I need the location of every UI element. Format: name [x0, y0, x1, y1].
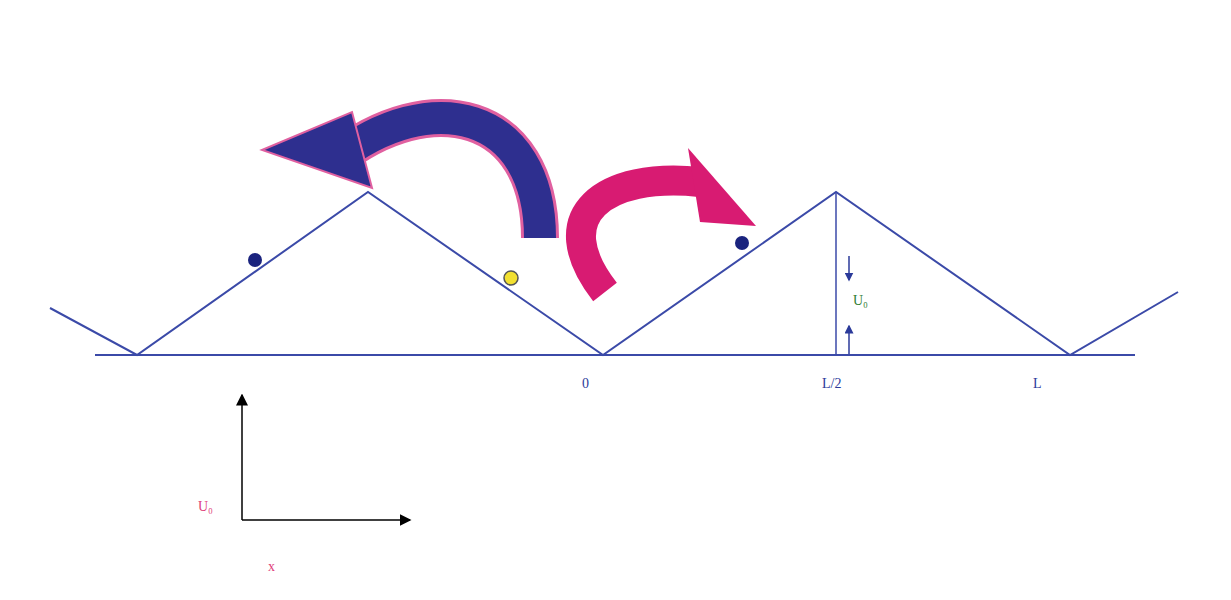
particle — [248, 253, 262, 267]
sawtooth-potential — [50, 192, 1178, 355]
axis-label: U₀ — [198, 500, 213, 514]
height-label: U₀ — [853, 294, 868, 308]
dimension-arrow — [848, 256, 850, 280]
position-label: 0 — [582, 377, 589, 391]
baseline — [95, 354, 1135, 356]
height-line — [835, 192, 837, 355]
position-label: L — [1033, 377, 1042, 391]
axis-label: x — [268, 560, 275, 574]
hop-arrow-right — [581, 181, 700, 292]
hop-arrow-left-head — [262, 112, 372, 188]
dimension-arrow — [848, 326, 850, 354]
particle — [504, 271, 518, 285]
axis-horizontal — [242, 519, 410, 521]
axis-vertical — [241, 395, 243, 520]
particle — [735, 236, 749, 250]
hop-arrow-right-head — [688, 148, 756, 226]
position-label: L/2 — [822, 377, 841, 391]
